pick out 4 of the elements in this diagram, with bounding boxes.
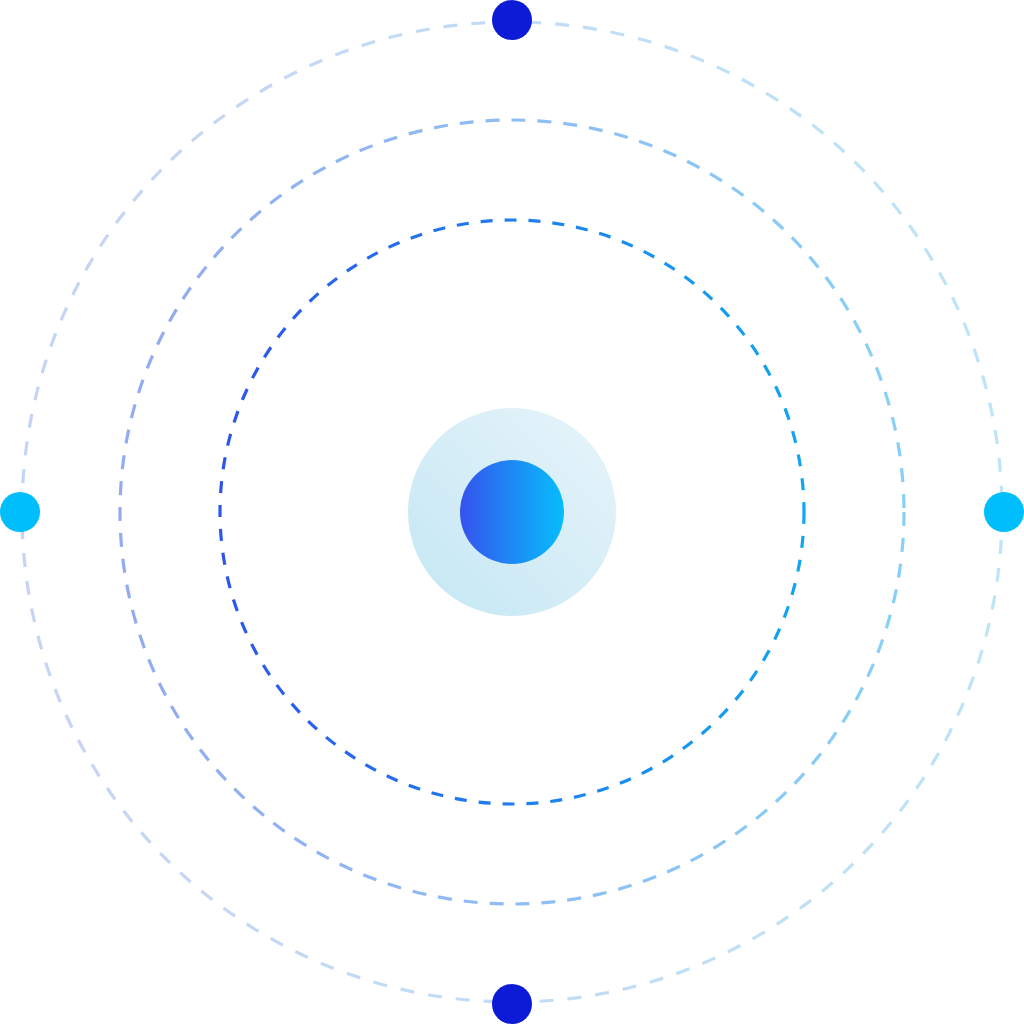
orbit-dot <box>492 984 532 1024</box>
orbit-dot <box>0 492 40 532</box>
orbit-dot <box>492 0 532 40</box>
orbit-dot <box>984 492 1024 532</box>
